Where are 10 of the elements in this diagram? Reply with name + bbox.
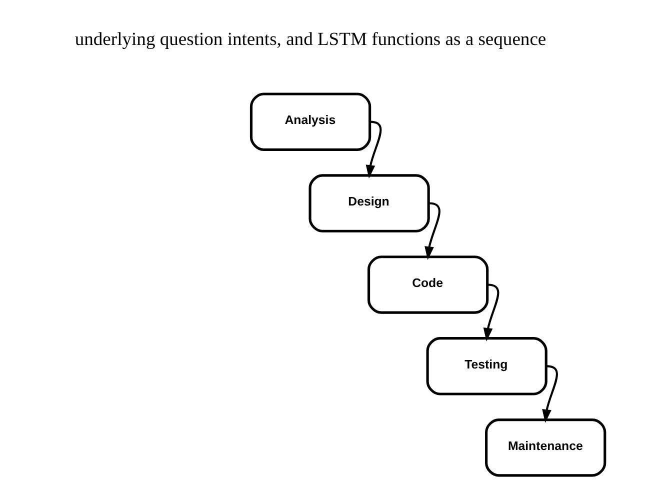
node-box: Analysis [249,92,371,151]
node-box: Maintenance [484,418,606,477]
node-box: Design [308,174,430,232]
arrow [482,284,499,342]
node-box: Testing [426,337,547,396]
arrow [365,120,382,179]
arrow [542,365,558,423]
node-box: Code [367,256,488,314]
arrow [424,202,440,260]
label: underlying question intents, and LSTM functions as a sequence [74,28,546,50]
